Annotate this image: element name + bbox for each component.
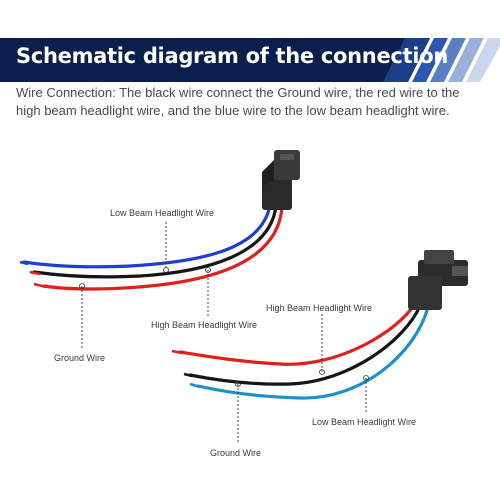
banner-title: Schematic diagram of the connection <box>16 44 448 68</box>
right-red-wire <box>178 303 416 366</box>
left-high-beam-label: High Beam Headlight Wire <box>151 320 258 330</box>
right-black-wire <box>188 304 422 386</box>
right-cyan-wire <box>196 305 430 400</box>
left-connector <box>262 150 300 210</box>
banner-background <box>0 38 500 82</box>
right-callouts <box>235 314 369 442</box>
left-low-beam-label: Low Beam Headlight Wire <box>110 208 215 218</box>
right-low-beam-label: Low Beam Headlight Wire <box>312 417 417 427</box>
left-harness <box>19 150 300 291</box>
right-ground-label: Ground Wire <box>210 448 262 458</box>
title-banner: Schematic diagram of the connection <box>0 38 500 82</box>
wire-connection-description: Wire Connection: The black wire connect … <box>16 85 460 118</box>
left-red-wire <box>42 205 284 291</box>
left-black-wire <box>32 204 278 279</box>
left-callouts <box>79 222 211 350</box>
right-connector <box>408 250 468 310</box>
left-ground-label: Ground Wire <box>54 353 106 363</box>
right-harness <box>171 250 468 400</box>
right-high-beam-label: High Beam Headlight Wire <box>266 303 373 313</box>
left-blue-wire <box>22 203 272 269</box>
